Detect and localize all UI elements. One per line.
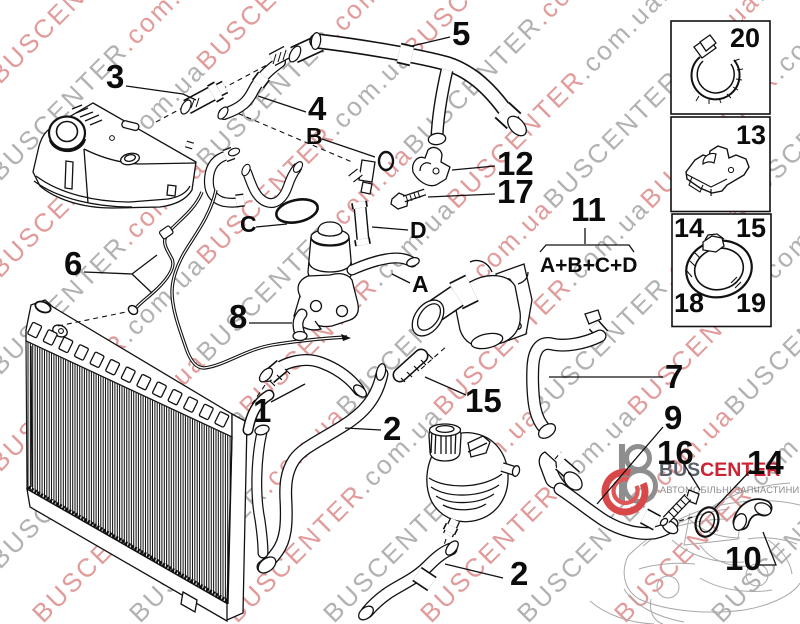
svg-text:15: 15: [736, 213, 766, 243]
svg-text:13: 13: [736, 120, 766, 150]
svg-text:1: 1: [253, 392, 271, 429]
svg-text:14: 14: [674, 213, 704, 243]
svg-text:19: 19: [736, 288, 766, 318]
svg-text:4: 4: [308, 90, 327, 127]
svg-text:2: 2: [383, 410, 401, 447]
svg-text:12: 12: [497, 145, 534, 182]
svg-text:18: 18: [674, 288, 704, 318]
svg-text:5: 5: [452, 15, 470, 52]
svg-text:B: B: [306, 123, 323, 149]
svg-text:7: 7: [665, 358, 683, 395]
svg-text:11: 11: [571, 191, 606, 228]
svg-text:15: 15: [465, 382, 502, 419]
svg-text:16: 16: [657, 434, 694, 471]
svg-text:D: D: [410, 217, 427, 243]
svg-text:8: 8: [229, 298, 247, 335]
svg-text:АВТОМОБІЛЬНІ ЗАПЧАСТИНИ: АВТОМОБІЛЬНІ ЗАПЧАСТИНИ: [660, 485, 799, 495]
svg-text:9: 9: [664, 399, 682, 436]
svg-text:BUSCENTER: BUSCENTER: [659, 459, 780, 481]
svg-text:C: C: [240, 211, 257, 237]
svg-text:A: A: [412, 271, 429, 297]
svg-text:3: 3: [106, 58, 124, 95]
svg-text:10: 10: [725, 540, 762, 577]
svg-text:20: 20: [730, 23, 760, 53]
svg-text:17: 17: [497, 173, 534, 210]
svg-text:6: 6: [64, 245, 82, 282]
svg-text:2: 2: [510, 555, 528, 592]
svg-text:14: 14: [747, 444, 784, 481]
svg-text:A+B+C+D: A+B+C+D: [540, 254, 637, 277]
